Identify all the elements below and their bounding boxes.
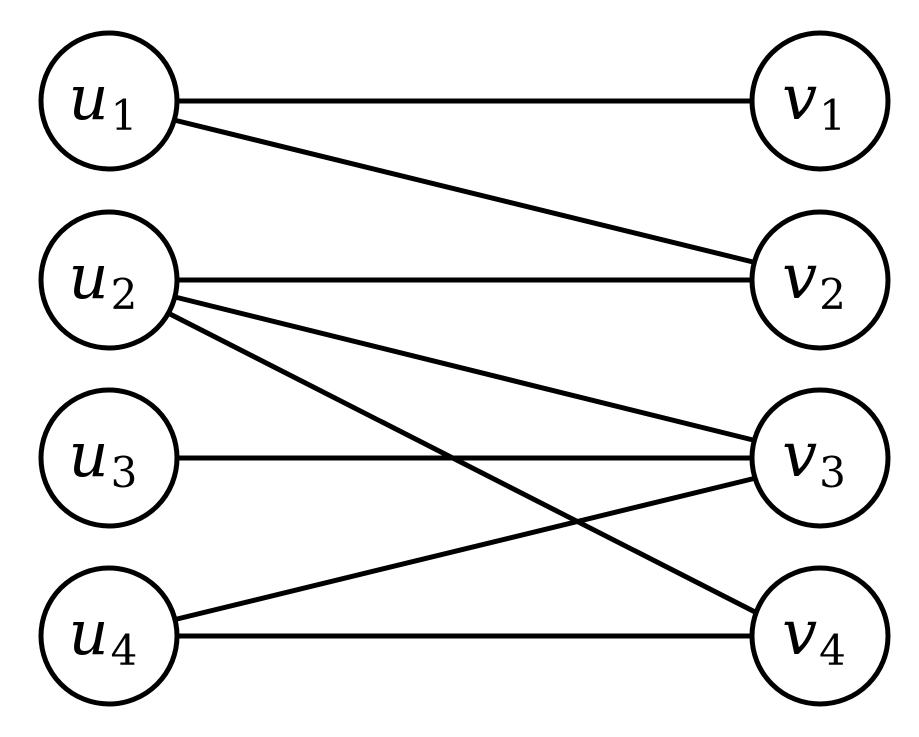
- node-label-u3: u3: [69, 418, 138, 497]
- node-circle-v1[interactable]: [749, 30, 891, 172]
- graph-node-u4[interactable]: u4: [38, 565, 180, 707]
- node-label-v4: v4: [782, 596, 846, 675]
- node-circle-v2[interactable]: [749, 209, 891, 351]
- edge-layer: [166, 98, 759, 639]
- node-label-v3: v3: [782, 418, 846, 497]
- graph-edge-u2-v3: [174, 294, 754, 443]
- graph-edge-u4-v3: [172, 475, 757, 623]
- node-label-u4: u4: [69, 596, 138, 675]
- node-layer: u1 u2 u3 u4 v1 v2 v3 v4: [38, 30, 891, 707]
- node-circle-u2[interactable]: [38, 209, 180, 351]
- graph-node-v4[interactable]: v4: [749, 565, 891, 707]
- graph-node-v2[interactable]: v2: [749, 209, 891, 351]
- node-circle-v3[interactable]: [749, 387, 891, 529]
- node-label-v2: v2: [782, 240, 846, 319]
- node-label-u1: u1: [69, 61, 138, 140]
- graph-node-u2[interactable]: u2: [38, 209, 180, 351]
- graph-node-u1[interactable]: u1: [38, 30, 180, 172]
- node-label-v1: v1: [782, 61, 846, 140]
- node-circle-u3[interactable]: [38, 387, 180, 529]
- graph-node-v3[interactable]: v3: [749, 387, 891, 529]
- graph-edge-u2-v4: [166, 310, 759, 616]
- node-label-u2: u2: [69, 240, 138, 319]
- graph-node-v1[interactable]: v1: [749, 30, 891, 172]
- node-circle-v4[interactable]: [749, 565, 891, 707]
- node-circle-u1[interactable]: [38, 30, 180, 172]
- node-circle-u4[interactable]: [38, 565, 180, 707]
- graph-node-u3[interactable]: u3: [38, 387, 180, 529]
- graph-edge-u1-v2: [173, 117, 754, 265]
